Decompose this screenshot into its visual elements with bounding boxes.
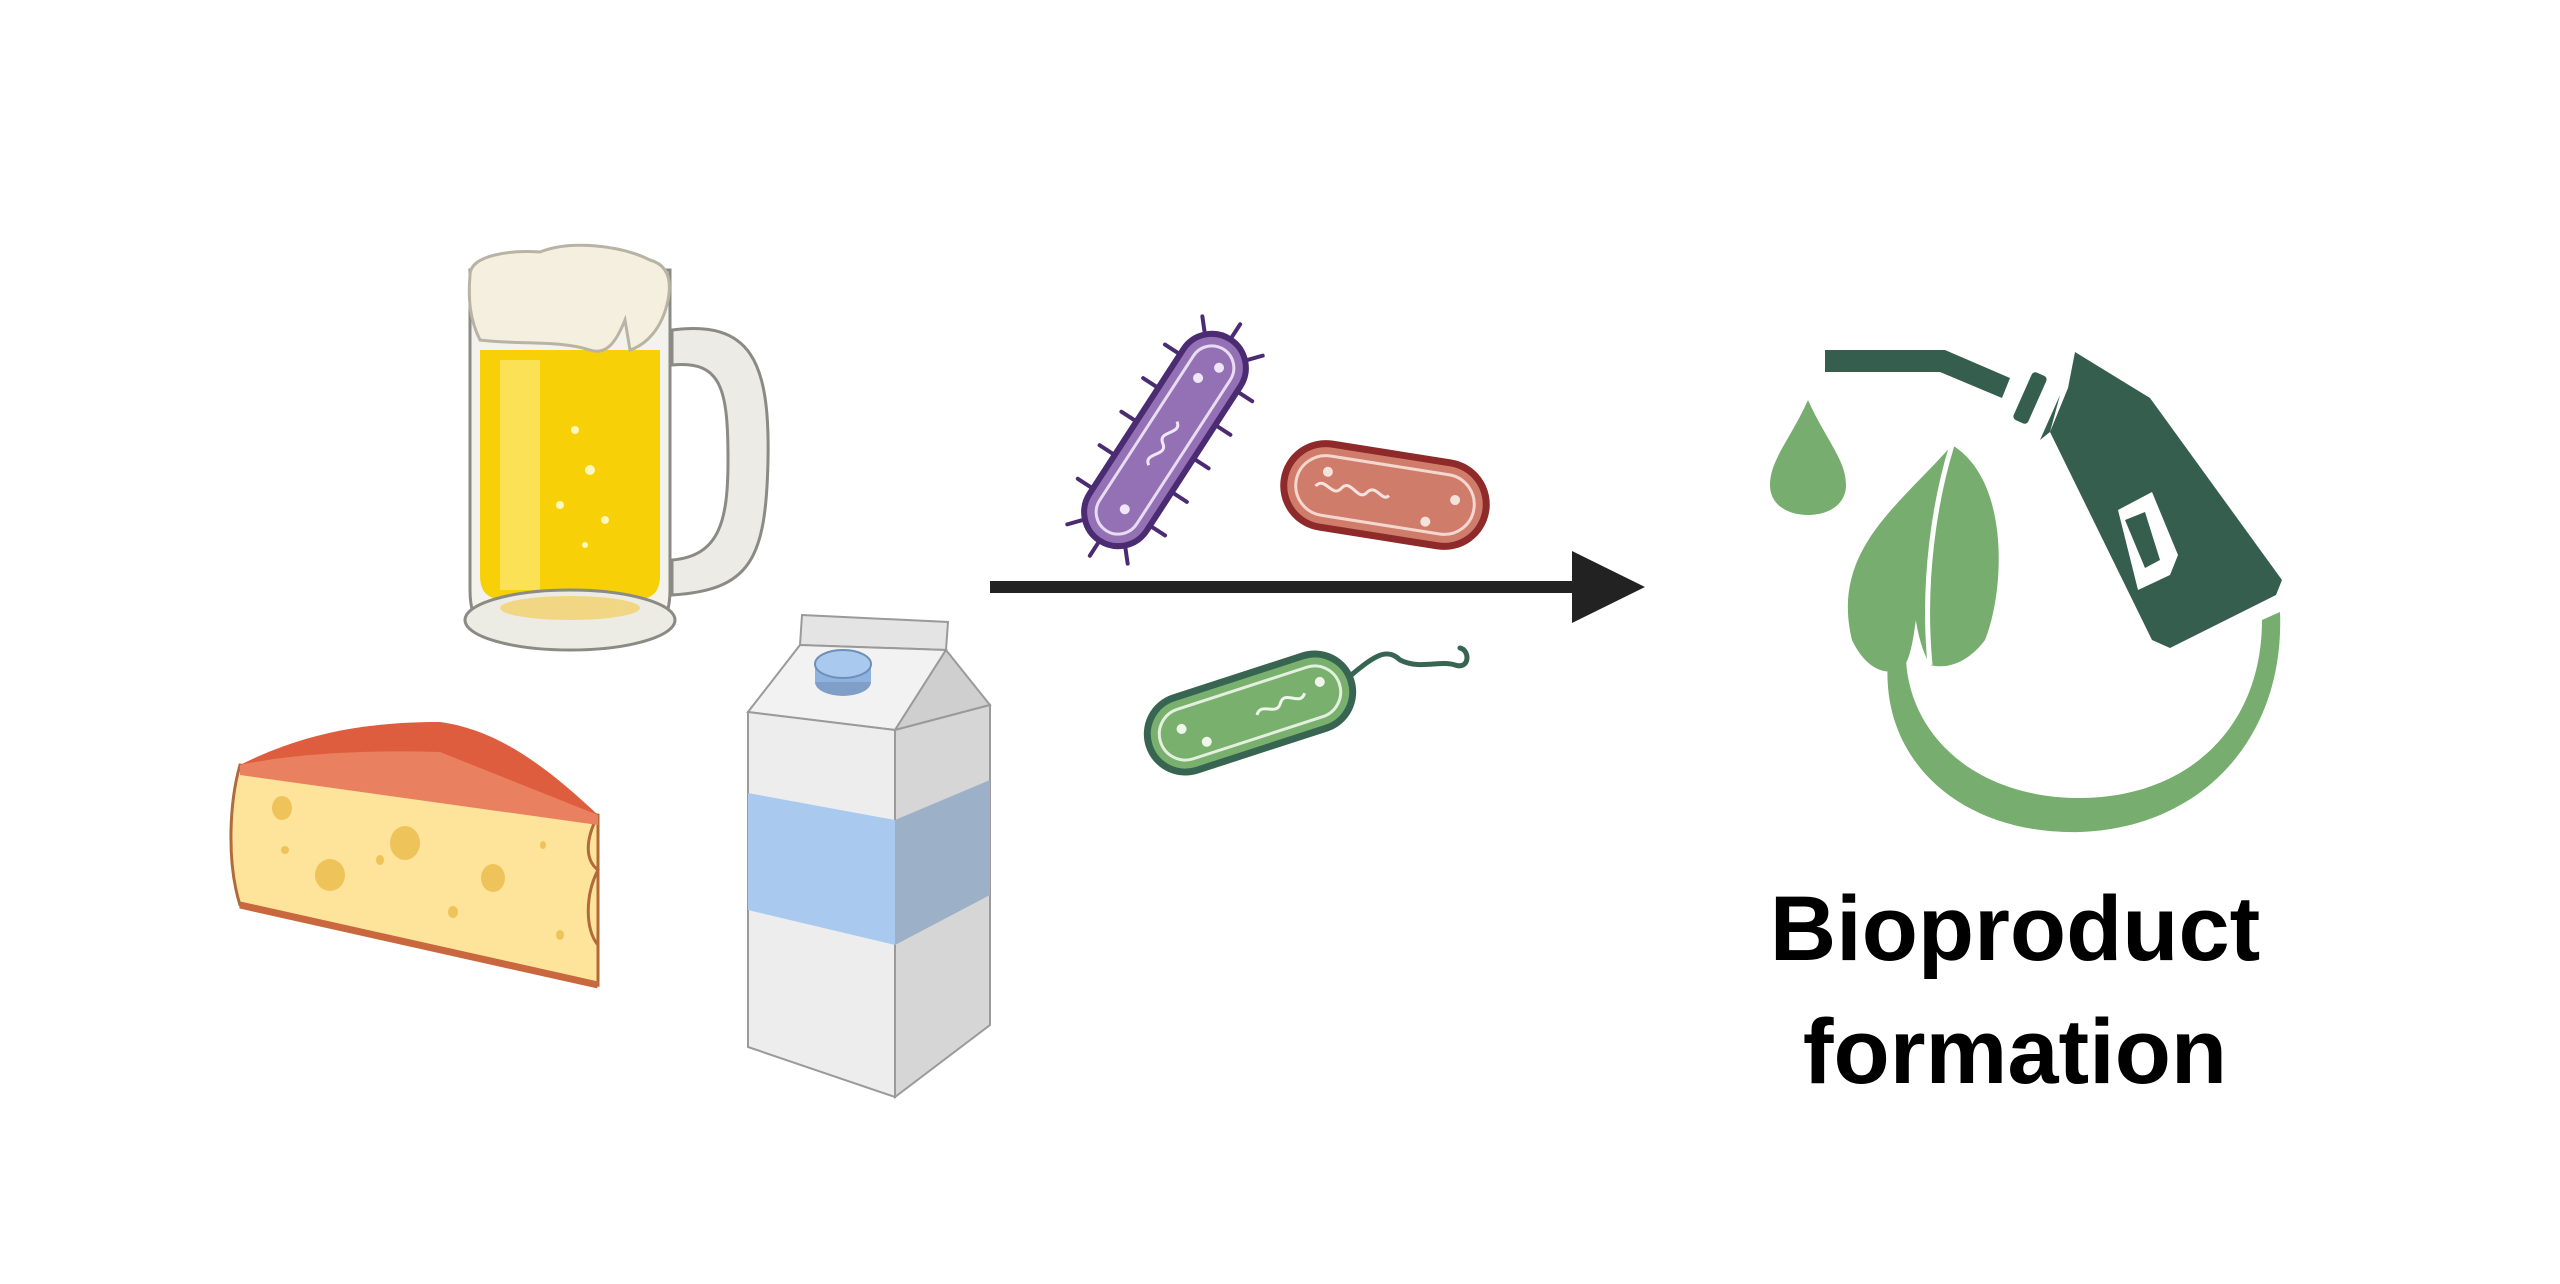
biofuel-can-icon <box>1770 350 2282 833</box>
label-line-2: formation <box>1803 1001 2227 1103</box>
milk-carton-icon <box>746 613 992 1100</box>
cheese-wedge-icon <box>229 722 600 989</box>
beer-mug-icon <box>463 243 770 652</box>
bioproduct-label: Bioproduct formation <box>1770 878 2261 1103</box>
bacterium-purple-icon <box>1065 314 1265 566</box>
bacterium-red-icon <box>1280 440 1490 550</box>
bacterium-green-icon <box>1143 645 1470 776</box>
label-line-1: Bioproduct <box>1770 878 2261 980</box>
process-arrow <box>990 551 1645 623</box>
